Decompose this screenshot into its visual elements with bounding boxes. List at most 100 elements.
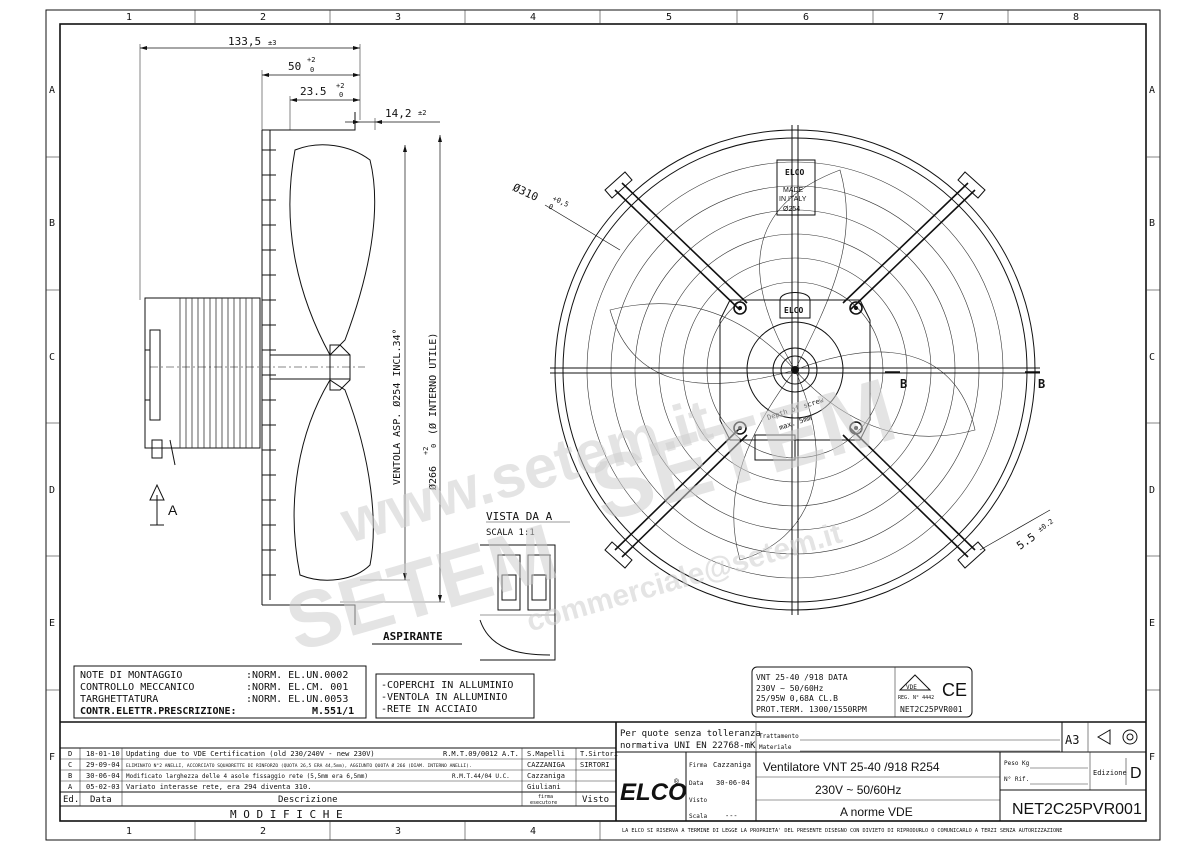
format-label: A3 xyxy=(1065,733,1079,747)
inner-note: (Ø INTERNO UTILE) xyxy=(427,333,439,435)
edizione-label: Edizione xyxy=(1093,769,1127,777)
rev-date: 29-09-04 xyxy=(86,761,120,769)
rev-header-exec2: esecutore xyxy=(530,800,557,806)
visto-label: Visto xyxy=(689,797,707,804)
data-label: Data xyxy=(689,780,704,787)
rev-header-date: Data xyxy=(90,795,112,805)
rev-ed: C xyxy=(68,761,72,769)
rev-exec: Cazzaniga xyxy=(527,772,565,780)
note-value: :NORM. EL.UN.0053 xyxy=(246,694,348,705)
dim-310-tol-up: +0,5 xyxy=(551,195,570,209)
side-view: 133,5 ±3 50 +2 0 23.5 +2 0 14,2 ±2 xyxy=(139,35,462,645)
dim-50-tol-up: +2 xyxy=(307,56,315,64)
inner-tol-dn: 0 xyxy=(430,444,438,448)
outer-frame xyxy=(45,9,1161,841)
rev-visto: SIRTORI xyxy=(580,761,610,769)
note-value: :NORM. EL.CM. 001 xyxy=(246,682,348,693)
title-block: Per quote senza tolleranza normativa UNI… xyxy=(616,722,1146,834)
col-label: 6 xyxy=(803,12,809,23)
scala-label: Scala xyxy=(689,813,707,820)
material-item: -COPERCHI IN ALLUMINIO xyxy=(381,680,513,691)
note-value: M.551/1 xyxy=(312,706,354,717)
vde-mark-icon xyxy=(898,674,932,691)
scala-value: --- xyxy=(725,812,738,820)
drawing-code: NET2C25PVR001 xyxy=(1012,801,1142,818)
zone-grid xyxy=(46,10,1160,840)
inner-tol-up: +2 xyxy=(422,447,430,455)
col-label: 3 xyxy=(395,12,401,23)
rev-desc: Variato interasse rete, era 294 diventa … xyxy=(126,783,311,791)
rev-ref: R.M.T.44/04 U.C. xyxy=(452,773,510,780)
material-item: -VENTOLA IN ALLUMINIO xyxy=(381,692,507,703)
rev-header-desc: Descrizione xyxy=(278,795,338,805)
vista-da-a: VISTA DA A SCALA 1:1 xyxy=(479,510,570,661)
fan-label: VENTOLA ASP. Ø254 INCL.34° xyxy=(391,328,403,485)
row-label: E xyxy=(49,618,55,629)
row-label: D xyxy=(49,485,55,496)
watermark-sub: commerciale@setem.it xyxy=(523,517,846,639)
rev-exec: CAZZANIGA xyxy=(527,761,566,769)
drawing-norm: A norme VDE xyxy=(840,805,913,819)
badge-in-italy: IN ITALY xyxy=(779,196,807,203)
rev-desc: ELIMINATO N°2 ANELLI, ACCORCIATO SQUADRE… xyxy=(126,762,472,769)
revision-table: D 18-01-10 Updating due to VDE Certifica… xyxy=(60,721,1146,821)
rev-header-ed: Ed. xyxy=(63,795,79,805)
row-label: E xyxy=(1149,618,1155,629)
dim-14-tol: ±2 xyxy=(418,109,426,117)
col-label: 4 xyxy=(530,12,536,23)
drawing-frame xyxy=(59,23,1147,822)
section-b-left: B xyxy=(900,377,907,391)
row-label: F xyxy=(1149,752,1155,763)
firma-label: Firma xyxy=(689,762,707,769)
company-logo: ELCO xyxy=(620,779,687,806)
rif-label: N° Rif. xyxy=(1004,776,1029,783)
col-label: 7 xyxy=(938,12,944,23)
material-item: -RETE IN ACCIAIO xyxy=(381,704,477,715)
rev-ref: R.M.T.09/0012 A.T. xyxy=(443,750,519,758)
data-value: 30-06-04 xyxy=(716,779,750,787)
rev-ed: D xyxy=(68,750,72,758)
materiale-label: Materiale xyxy=(759,744,792,751)
dim-310: Ø310 xyxy=(511,181,541,204)
col-label: 4 xyxy=(530,826,536,837)
rev-exec: Giuliani xyxy=(527,783,561,791)
registered-mark-icon: ® xyxy=(674,777,679,786)
dim-310-tol-dn: 0 xyxy=(547,203,554,212)
col-label: 2 xyxy=(260,12,266,23)
rev-ed: A xyxy=(68,783,73,791)
col-label: 5 xyxy=(666,12,672,23)
rev-date: 18-01-10 xyxy=(86,750,120,758)
row-label: B xyxy=(1149,218,1155,229)
mounting-notes: NOTE DI MONTAGGIO :NORM. EL.UN.0002 CONT… xyxy=(73,665,535,719)
row-label: C xyxy=(1149,352,1155,363)
note-label: CONTROLLO MECCANICO xyxy=(80,682,194,693)
dim-overall: 133,5 xyxy=(228,35,261,48)
note-label: CONTR.ELETTR.PRESCRIZIONE: xyxy=(80,706,237,717)
edizione-value: D xyxy=(1130,765,1142,782)
vde-text: VDE xyxy=(906,684,917,691)
vista-title: VISTA DA A xyxy=(486,510,553,523)
tolerance-line-2: normativa UNI EN 22768-mK xyxy=(620,741,756,751)
note-label: TARGHETTATURA xyxy=(80,694,158,705)
row-label: A xyxy=(1149,85,1155,96)
rev-date: 05-02-03 xyxy=(86,783,120,791)
copyright-disclaimer: LA ELCO SI RISERVA A TERMINE DI LEGGE LA… xyxy=(622,828,1062,834)
dim-55: 5.5 xyxy=(1014,530,1038,552)
plate-line-4: PROT.TERM. 1300/1550RPM xyxy=(756,705,867,714)
dim-23: 23.5 xyxy=(300,85,327,98)
watermark: www.setem.it SETEM SETEM commerciale@set… xyxy=(277,360,907,668)
ce-mark: CE xyxy=(942,680,967,700)
row-label: A xyxy=(49,85,55,96)
col-label: 2 xyxy=(260,826,266,837)
dim-50-tol-dn: 0 xyxy=(310,66,314,74)
col-label: 3 xyxy=(395,826,401,837)
rev-date: 30-06-04 xyxy=(86,772,120,780)
note-value: :NORM. EL.UN.0002 xyxy=(246,670,348,681)
row-label: C xyxy=(49,352,55,363)
watermark-brand-2: SETEM xyxy=(581,360,907,542)
peso-label: Peso Kg xyxy=(1004,760,1030,767)
col-label: 1 xyxy=(126,12,132,23)
badge-made: MADE xyxy=(783,187,804,194)
row-label: D xyxy=(1149,485,1155,496)
